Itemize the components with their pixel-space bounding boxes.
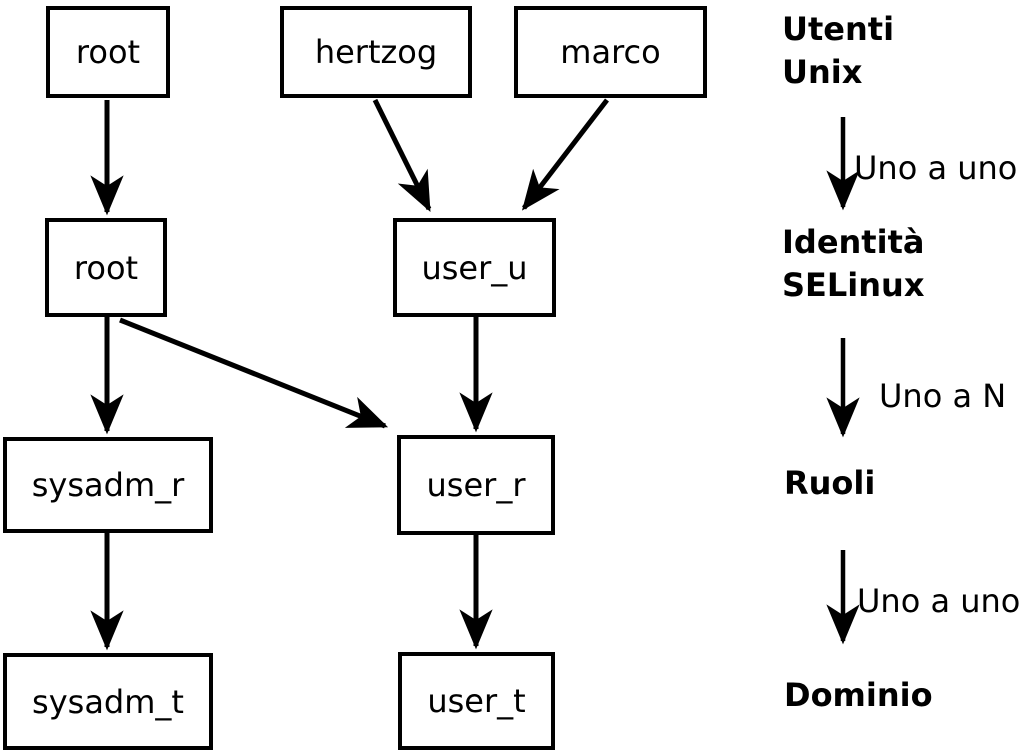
node-unix-user-root: root (46, 6, 170, 98)
node-label: user_t (427, 682, 526, 720)
legend-stage-utenti-unix: Utenti Unix (782, 10, 895, 91)
node-role-sysadm-r: sysadm_r (3, 437, 213, 533)
node-domain-sysadm-t: sysadm_t (3, 653, 213, 750)
node-unix-user-marco: marco (514, 6, 707, 98)
legend-stage-dominio: Dominio (784, 676, 933, 714)
node-label: user_u (421, 248, 528, 287)
node-unix-user-hertzog: hertzog (280, 6, 472, 98)
node-label: sysadm_r (31, 466, 185, 504)
node-label: root (73, 248, 139, 287)
legend-relation-uno-a-uno-2: Uno a uno (857, 582, 1021, 620)
arrow-selroot-to-userr (119, 317, 389, 429)
node-label: user_r (426, 466, 526, 504)
node-domain-user-t: user_t (398, 652, 555, 750)
node-label: hertzog (314, 33, 438, 71)
legend-stage-ruoli: Ruoli (784, 464, 876, 502)
node-selinux-identity-root: root (45, 218, 167, 317)
node-label: marco (560, 33, 661, 71)
legend-relation-uno-a-n: Uno a N (879, 377, 1007, 415)
legend-stage-identita-selinux: Identità SELinux (782, 223, 925, 304)
node-selinux-identity-user-u: user_u (393, 218, 556, 317)
legend-relation-uno-a-uno-1: Uno a uno (854, 149, 1018, 187)
arrow-hertzog-to-useru (372, 98, 432, 212)
node-label: sysadm_t (32, 682, 184, 721)
arrow-marco-to-useru (521, 98, 609, 211)
node-role-user-r: user_r (397, 435, 555, 535)
node-label: root (75, 33, 141, 71)
